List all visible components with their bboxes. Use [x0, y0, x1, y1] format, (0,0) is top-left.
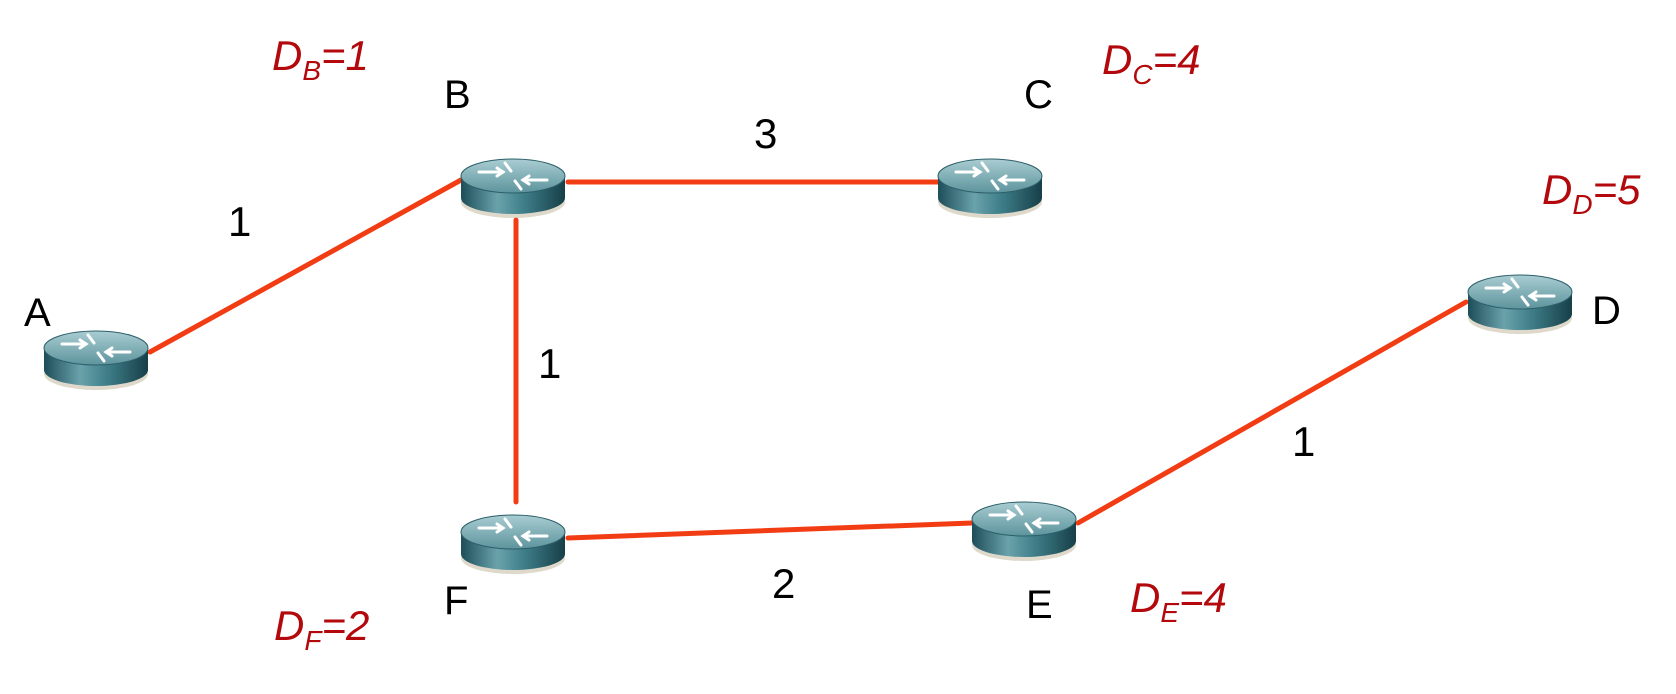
router-icon	[42, 329, 150, 392]
link-e-d	[1075, 299, 1469, 526]
node-label-f: F	[444, 579, 468, 623]
link-f-e	[565, 520, 975, 541]
node-label-a: A	[24, 291, 51, 335]
router-icon	[1466, 273, 1574, 336]
router-d[interactable]	[1466, 273, 1574, 336]
distance-label-d: DD=5	[1542, 166, 1641, 220]
node-label-b: B	[444, 73, 471, 117]
router-f[interactable]	[459, 513, 567, 576]
distance-label-e: DE=4	[1130, 574, 1227, 628]
weight-a-b: 1	[228, 198, 251, 245]
router-c[interactable]	[936, 157, 1044, 220]
link-a-b	[147, 177, 464, 355]
router-e[interactable]	[970, 500, 1078, 563]
node-label-c: C	[1024, 73, 1053, 117]
links	[147, 177, 1469, 541]
router-icon	[970, 500, 1078, 563]
weight-e-d: 1	[1292, 418, 1315, 465]
node-label-d: D	[1592, 289, 1621, 333]
router-b[interactable]	[459, 157, 567, 220]
weight-f-e: 2	[772, 560, 795, 607]
distance-label-f: DF=2	[274, 602, 369, 656]
router-icon	[459, 157, 567, 220]
weight-b-f: 1	[538, 340, 561, 387]
router-a[interactable]	[42, 329, 150, 392]
router-icon	[459, 513, 567, 576]
distance-label-c: DC=4	[1102, 36, 1200, 90]
distance-label-b: DB=1	[272, 32, 369, 86]
weight-b-c: 3	[754, 110, 777, 157]
node-label-e: E	[1026, 583, 1053, 627]
router-icon	[936, 157, 1044, 220]
